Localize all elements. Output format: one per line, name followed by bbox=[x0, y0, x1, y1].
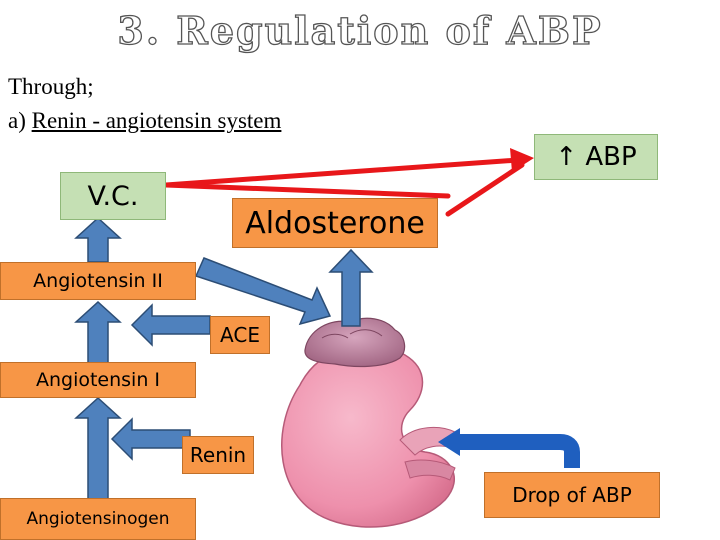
arrow-angiotensin2-to-adrenal bbox=[194, 257, 332, 326]
red-arrowhead bbox=[510, 148, 534, 172]
red-arrow-to-abp bbox=[163, 157, 521, 188]
intro-item: a) Renin - angiotensin system bbox=[8, 108, 281, 134]
arrow-ace-left bbox=[130, 303, 211, 347]
arrow-adrenal-to-aldosterone bbox=[328, 248, 374, 327]
arrow-angiotensin2-to-vc bbox=[74, 216, 122, 263]
red-line-aldosterone bbox=[445, 162, 525, 217]
node-angiotensinogen: Angiotensinogen bbox=[0, 498, 196, 540]
node-vc: V.C. bbox=[60, 172, 166, 220]
kidney bbox=[281, 344, 455, 528]
node-ace: ACE bbox=[210, 316, 270, 354]
adrenal-gland bbox=[304, 317, 406, 368]
node-drop-abp: Drop of ABP bbox=[484, 472, 660, 518]
intro-item-label: Renin - angiotensin system bbox=[31, 108, 282, 133]
node-angiotensin-1: Angiotensin I bbox=[0, 362, 196, 398]
node-aldosterone: Aldosterone bbox=[232, 198, 438, 248]
node-angiotensin-2: Angiotensin II bbox=[0, 262, 196, 300]
red-line-vc bbox=[163, 182, 451, 199]
arrow-drop-abp-to-kidney bbox=[456, 434, 580, 468]
arrow-renin-left bbox=[110, 417, 191, 461]
intro-item-prefix: a) bbox=[8, 108, 26, 133]
arrow-angiotensin1-to-angiotensin2 bbox=[74, 300, 122, 365]
node-abp-up: ↑ ABP bbox=[534, 134, 658, 180]
arrow-angiotensinogen-to-angiotensin1 bbox=[74, 396, 122, 501]
node-renin: Renin bbox=[182, 436, 254, 474]
intro-through: Through; bbox=[8, 74, 94, 99]
page-title: 3. Regulation of ABP bbox=[117, 7, 603, 53]
